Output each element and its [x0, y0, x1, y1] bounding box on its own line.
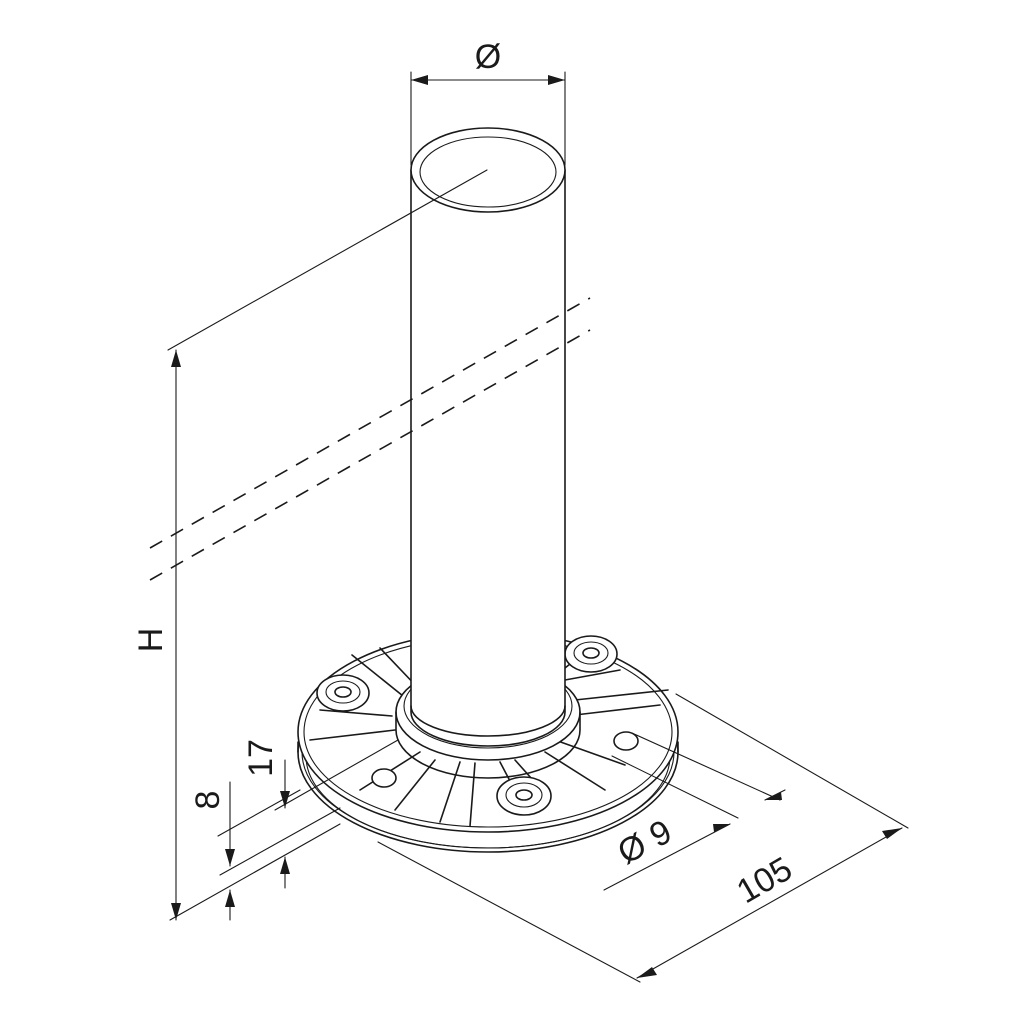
mounting-hole-open-right [613, 731, 639, 751]
break-lines [149, 297, 591, 581]
mounting-hole-right [564, 635, 618, 673]
base-width-label: 105 [730, 850, 798, 911]
mounting-hole-front [496, 776, 552, 816]
dim-17-label: 17 [242, 739, 280, 777]
mounting-hole-left [316, 674, 370, 712]
dimension-height: H [132, 169, 488, 921]
dimension-thickness: 17 8 [169, 739, 399, 921]
dim-8-label: 8 [189, 791, 227, 810]
mounting-hole-open-left [371, 768, 397, 788]
tube-diameter-label: Ø [475, 38, 501, 76]
post-tube [410, 127, 566, 747]
dimension-tube-diameter: Ø [410, 38, 566, 166]
height-label: H [132, 628, 170, 653]
